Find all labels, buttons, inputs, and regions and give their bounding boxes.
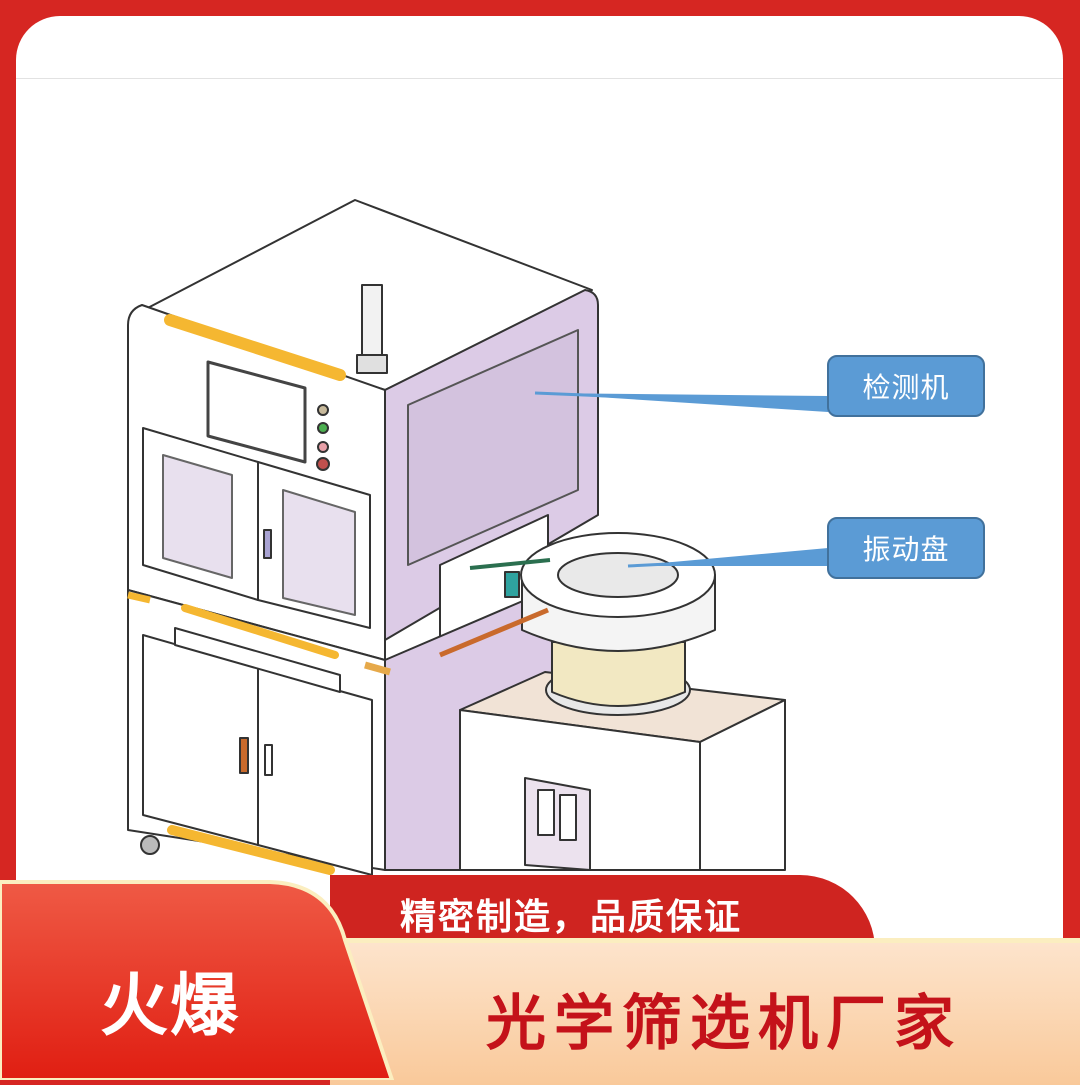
slogan-bar [330, 875, 875, 950]
promo-banner: 精密制造，品质保证 光学筛选机厂家 火爆 [0, 870, 1080, 1085]
slogan-text: 精密制造，品质保证 [400, 897, 743, 938]
title-panel [330, 938, 1080, 1085]
main-title: 光学筛选机厂家 [486, 989, 962, 1059]
callout-label: 检测机 [862, 371, 950, 404]
callout-label: 振动盘 [862, 533, 950, 566]
callout-vibration-bowl: 振动盘 [827, 517, 985, 579]
card-divider [16, 78, 1063, 79]
hot-badge-text: 火爆 [100, 967, 241, 1046]
callout-inspection-machine: 检测机 [827, 355, 985, 417]
hot-badge-shape [0, 880, 395, 1080]
